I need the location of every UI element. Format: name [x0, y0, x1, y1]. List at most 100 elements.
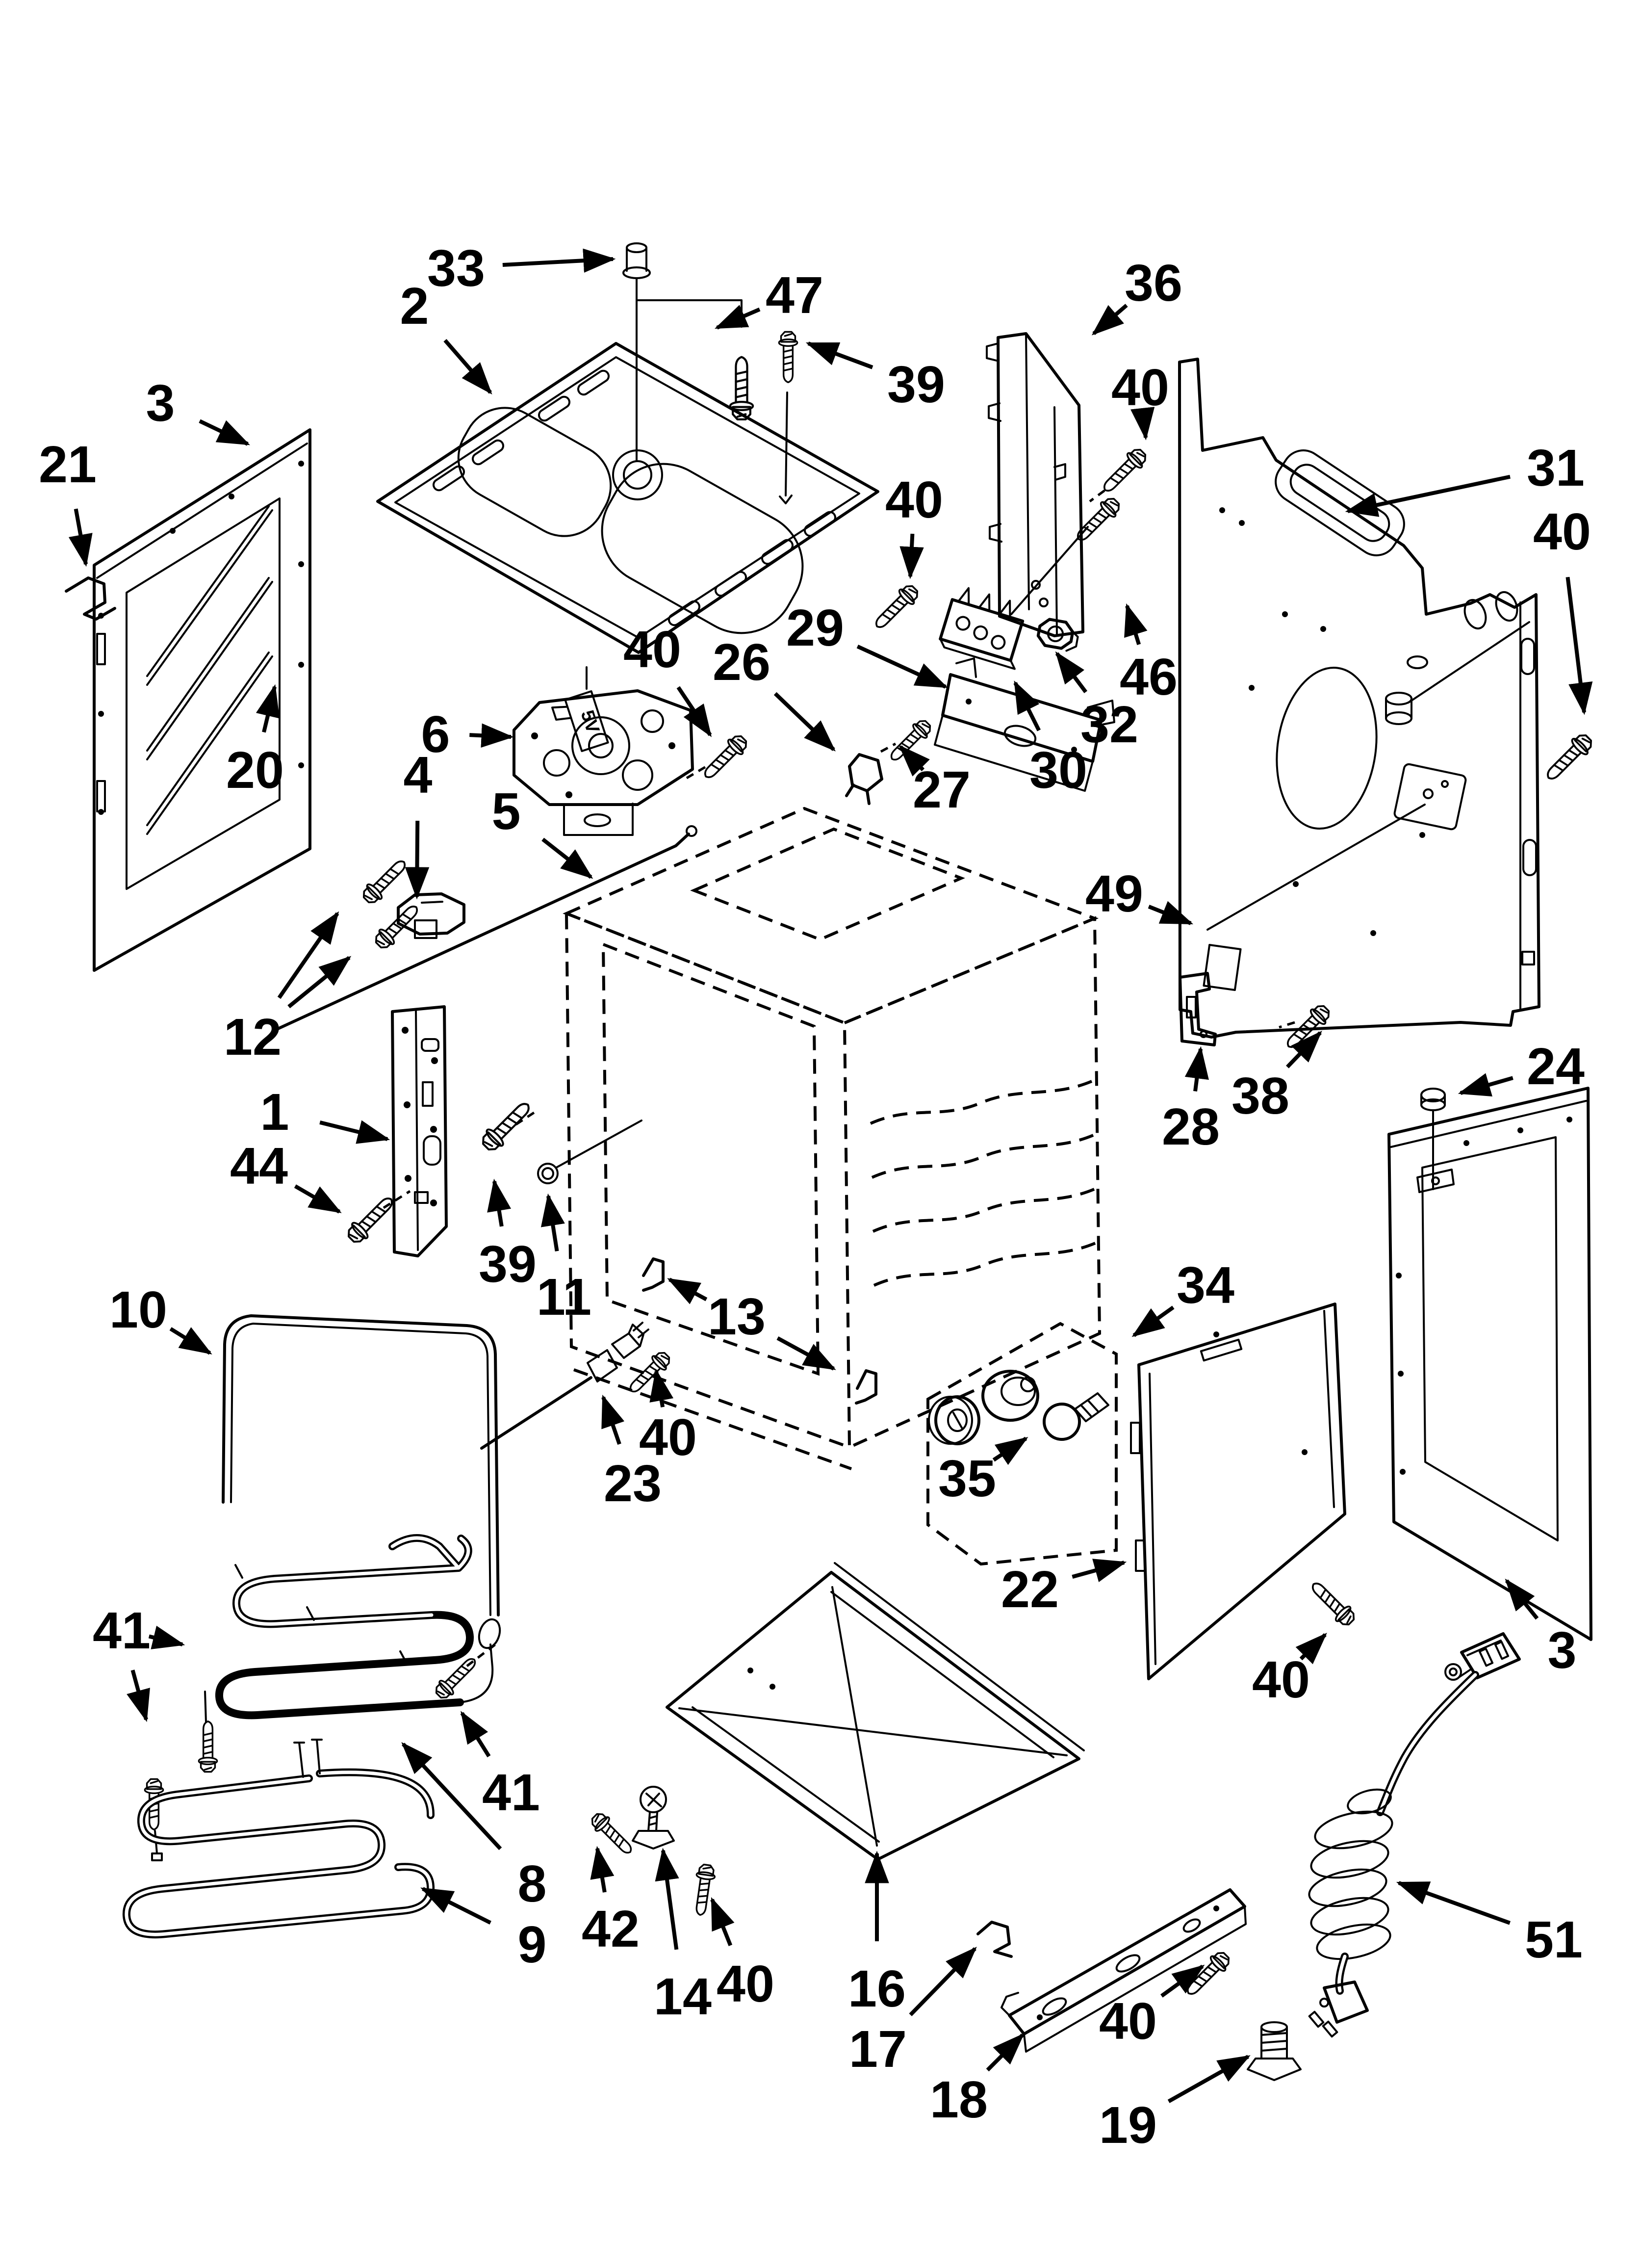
callout-arrow-40-18	[676, 686, 712, 737]
callout-arrow-19-51	[1167, 2055, 1251, 2103]
callout-arrow-8-41	[401, 1742, 502, 1851]
callout-arrow-23-29	[601, 1394, 625, 1445]
callout-44-24: 44	[230, 1137, 288, 1195]
screw-38-dash	[1279, 1021, 1295, 1029]
clip-26-dash	[880, 742, 897, 753]
callout-29-16: 29	[786, 599, 844, 657]
part-thermostat-assembly: 5V	[513, 666, 694, 836]
callout-arrow-14-44	[655, 1848, 679, 1950]
screw-39-top	[778, 331, 798, 383]
callout-arrow-40-7	[899, 533, 924, 579]
callout-4-20: 4	[404, 746, 433, 804]
part-grommet-11	[537, 1120, 642, 1184]
callout-6-19: 6	[421, 705, 450, 763]
part-clip-13b	[855, 1369, 877, 1405]
screw-40-rear-right	[1540, 730, 1597, 786]
callout-34-32: 34	[1177, 1256, 1234, 1314]
part-bracket-29	[934, 657, 1115, 792]
callout-arrow-24-36	[1458, 1073, 1514, 1097]
callout-49-33: 49	[1085, 865, 1143, 923]
callout-arrow-44-24	[294, 1184, 342, 1214]
callout-5-21: 5	[492, 782, 521, 840]
callout-arrow-31-10	[1345, 474, 1511, 517]
screw-41c-dash	[466, 1643, 496, 1667]
callout-11-26: 11	[537, 1268, 591, 1326]
part-access-panel-22	[1130, 1303, 1346, 1680]
callout-arrow-21-3	[68, 508, 93, 567]
callout-3-2: 3	[146, 374, 175, 432]
callout-arrow-36-8	[1091, 304, 1128, 336]
callout-arrow-1-23	[319, 1120, 390, 1144]
callout-arrow-2-1	[443, 339, 492, 395]
callout-32-13: 32	[1080, 696, 1138, 754]
callout-arrow-9-42	[420, 1887, 491, 1925]
part-right-side-panel	[1387, 1087, 1592, 1641]
callout-30-14: 30	[1029, 741, 1087, 799]
callout-12-22: 12	[224, 1008, 282, 1066]
screw-42	[587, 1809, 638, 1860]
callout-arrow-40-30	[649, 1368, 674, 1408]
callout-arrow-40-45	[710, 1897, 735, 1946]
callout-arrow-41-39	[148, 1625, 185, 1649]
callout-arrow-17-47	[909, 1947, 977, 2016]
callout-47-5: 47	[766, 266, 823, 324]
callout-arrow-3-2	[199, 419, 250, 446]
screw-40-thermostat	[698, 731, 751, 784]
callout-46-12: 46	[1120, 648, 1178, 706]
callout-28-34: 28	[1162, 1098, 1220, 1156]
callout-38-35: 38	[1232, 1067, 1289, 1125]
part-main-top-panel	[376, 342, 879, 654]
callout-arrow-27-15	[898, 745, 930, 777]
callout-arrow-38-35	[1286, 1031, 1322, 1069]
part-clip-21	[65, 576, 116, 621]
callout-arrow-20-4	[256, 684, 280, 733]
screw-40-dash2	[686, 764, 709, 780]
part-oven-cavity	[563, 807, 1102, 1470]
screw-40-top-center	[869, 581, 923, 634]
callout-9-42: 9	[518, 1916, 547, 1974]
part-spacer-nut-19	[1247, 2021, 1302, 2081]
callout-arrow-40-9	[1130, 407, 1155, 441]
callout-31-10: 31	[1527, 439, 1585, 497]
callout-arrow-3-37	[1505, 1578, 1539, 1620]
callout-40-50: 40	[1099, 1992, 1157, 2050]
part-door-glass	[146, 505, 273, 835]
callout-arrow-5-21	[541, 837, 593, 879]
callout-33-0: 33	[427, 239, 485, 297]
callout-24-36: 24	[1527, 1038, 1585, 1095]
callout-arrow-13-27	[776, 1336, 836, 1371]
callout-40-7: 40	[885, 471, 943, 529]
callout-26-17: 26	[713, 633, 770, 691]
callout-8-41: 8	[518, 1855, 547, 1913]
part-oven-sensor	[480, 1322, 649, 1450]
screw-40-dash	[1089, 489, 1105, 503]
part-drawer-rail-18	[1001, 1888, 1247, 2053]
callout-arrow-29-16	[856, 644, 948, 689]
callout-arrow-41-40	[460, 1711, 491, 1758]
part-nut-32	[1036, 618, 1079, 652]
part-switch-box-34	[926, 1322, 1118, 1566]
callout-arrow-34-32	[1131, 1305, 1175, 1337]
callout-arrow-26-17	[773, 692, 836, 752]
part-door-gasket	[222, 1314, 500, 1616]
callout-22-38: 22	[1001, 1561, 1059, 1618]
part-latch-bracket-1	[391, 1005, 448, 1257]
callout-arrow-39-6	[805, 341, 873, 369]
part-broil-element	[204, 1534, 501, 1723]
screw-39-dash	[515, 1108, 539, 1126]
callout-14-44: 14	[654, 1968, 712, 2026]
callout-35-31: 35	[938, 1450, 996, 1508]
callout-arrow-28-34	[1184, 1046, 1209, 1092]
part-terminal-block-30	[939, 587, 1025, 670]
part-capillary-line-5	[273, 825, 697, 1032]
callout-arrow-46-12	[1124, 603, 1148, 645]
screw-40-access-panel	[1306, 1576, 1359, 1630]
callout-40-18: 40	[623, 621, 681, 678]
callout-arrow-10-28	[169, 1327, 212, 1355]
callout-40-49: 40	[1252, 1651, 1310, 1709]
callout-arrow-12-22	[287, 956, 352, 1009]
screw-39-guide-line	[779, 391, 793, 504]
callout-23-29: 23	[604, 1455, 662, 1512]
